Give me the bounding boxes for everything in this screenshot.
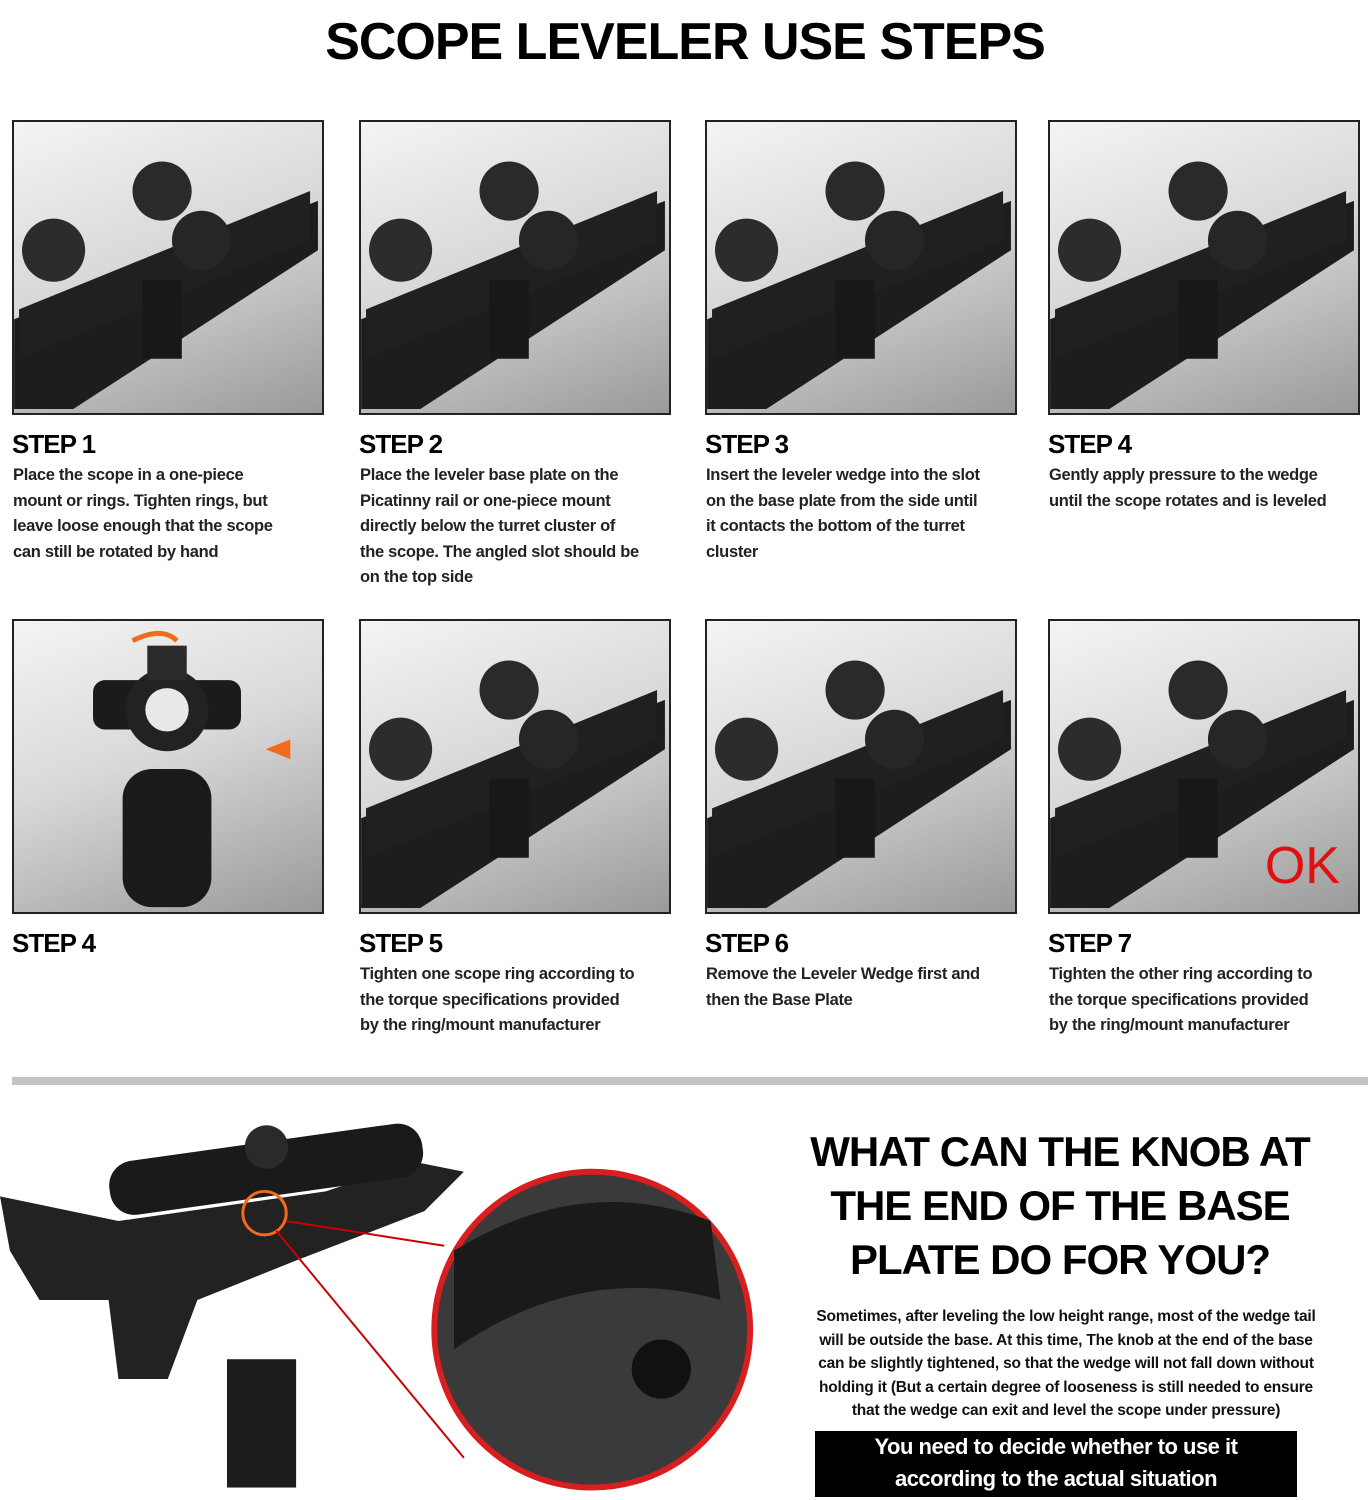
section-divider	[12, 1077, 1368, 1085]
page-title: SCOPE LEVELER USE STEPS	[325, 13, 1046, 71]
step-description-line: mount or rings. Tighten rings, but	[13, 491, 268, 510]
description-line: that the wedge can exit and level the sc…	[851, 1402, 1281, 1419]
step-description-line: the torque specifications provided	[360, 990, 620, 1009]
knob-section-description: Sometimes, after leveling the low height…	[766, 1305, 1366, 1423]
description-line: Sometimes, after leveling the low height…	[816, 1308, 1316, 1325]
step-description-line: Tighten the other ring according to	[1049, 965, 1313, 983]
step-label: STEP 7	[1048, 928, 1132, 958]
step-description-line: Picatinny rail or one-piece mount	[360, 491, 611, 510]
step-description: Remove the Leveler Wedge first and then t…	[706, 962, 1018, 1013]
heading-line: THE END OF THE BASE	[830, 1182, 1290, 1229]
step-description-line: the torque specifications provided	[1049, 990, 1309, 1009]
step-description: Place the scope in a one-piece mount or r…	[13, 463, 325, 565]
step-description-line: Tighten one scope ring according to	[360, 965, 635, 983]
description-line: holding it (But a certain degree of loos…	[819, 1378, 1313, 1396]
step-description-line: Place the scope in a one-piece	[13, 466, 244, 484]
rifle-knob-closeup-image	[0, 1100, 760, 1500]
step-image	[705, 120, 1017, 415]
step-description: Tighten one scope ring according to the t…	[360, 962, 672, 1039]
step-image	[705, 619, 1017, 914]
step-description-line: leave loose enough that the scope	[13, 517, 273, 535]
step-description-line: Insert the leveler wedge into the slot	[706, 466, 980, 484]
step-label: STEP 4	[12, 928, 96, 958]
usage-note-banner: You need to decide whether to use it acc…	[815, 1431, 1297, 1497]
step-description-line: it contacts the bottom of the turret	[706, 517, 965, 535]
step-description-line: Remove the Leveler Wedge first and	[706, 965, 980, 983]
step-description-line: by the ring/mount manufacturer	[360, 1016, 601, 1034]
step-label: STEP 1	[12, 429, 96, 459]
note-line: according to the actual situation	[894, 1466, 1218, 1491]
step-description-line: the scope. The angled slot should be	[360, 542, 639, 561]
note-line: You need to decide whether to use it	[874, 1434, 1238, 1459]
step-description-line: Gently apply pressure to the wedge	[1049, 466, 1318, 484]
step-description-line: until the scope rotates and is leveled	[1049, 491, 1327, 510]
step-label: STEP 4	[1048, 429, 1132, 459]
step-description-line: by the ring/mount manufacturer	[1049, 1016, 1290, 1034]
step-label: STEP 2	[359, 429, 443, 459]
step-description-line: can still be rotated by hand	[13, 542, 219, 561]
heading-line: PLATE DO FOR YOU?	[849, 1236, 1271, 1283]
step-description-line: cluster	[706, 542, 759, 561]
knob-section-heading: WHAT CAN THE KNOB AT THE END OF THE BASE…	[780, 1125, 1340, 1287]
heading-line: WHAT CAN THE KNOB AT	[810, 1128, 1310, 1175]
description-line: can be slightly tightened, so that the w…	[818, 1355, 1314, 1372]
step-image	[359, 120, 671, 415]
step-description-line: then the Base Plate	[706, 990, 853, 1009]
step-image	[12, 619, 324, 914]
step-description-line: directly below the turret cluster of	[360, 517, 616, 535]
description-line: will be outside the base. At this time, …	[819, 1331, 1313, 1349]
step-image	[359, 619, 671, 914]
step-label: STEP 3	[705, 429, 789, 459]
step-description-line: on the top side	[360, 568, 473, 586]
step-image: OK	[1048, 619, 1360, 914]
ok-mark: OK	[1264, 837, 1340, 895]
step-description: Gently apply pressure to the wedge until …	[1049, 463, 1361, 514]
step-description: Tighten the other ring according to the t…	[1049, 962, 1361, 1039]
step-label: STEP 5	[359, 928, 443, 958]
step-description-line: Place the leveler base plate on the	[360, 466, 619, 484]
step-label: STEP 6	[705, 928, 789, 958]
step-description: Insert the leveler wedge into the slot on…	[706, 463, 1018, 565]
step-image	[1048, 120, 1360, 415]
step-description-line: on the base plate from the side until	[706, 491, 978, 510]
step-image	[12, 120, 324, 415]
